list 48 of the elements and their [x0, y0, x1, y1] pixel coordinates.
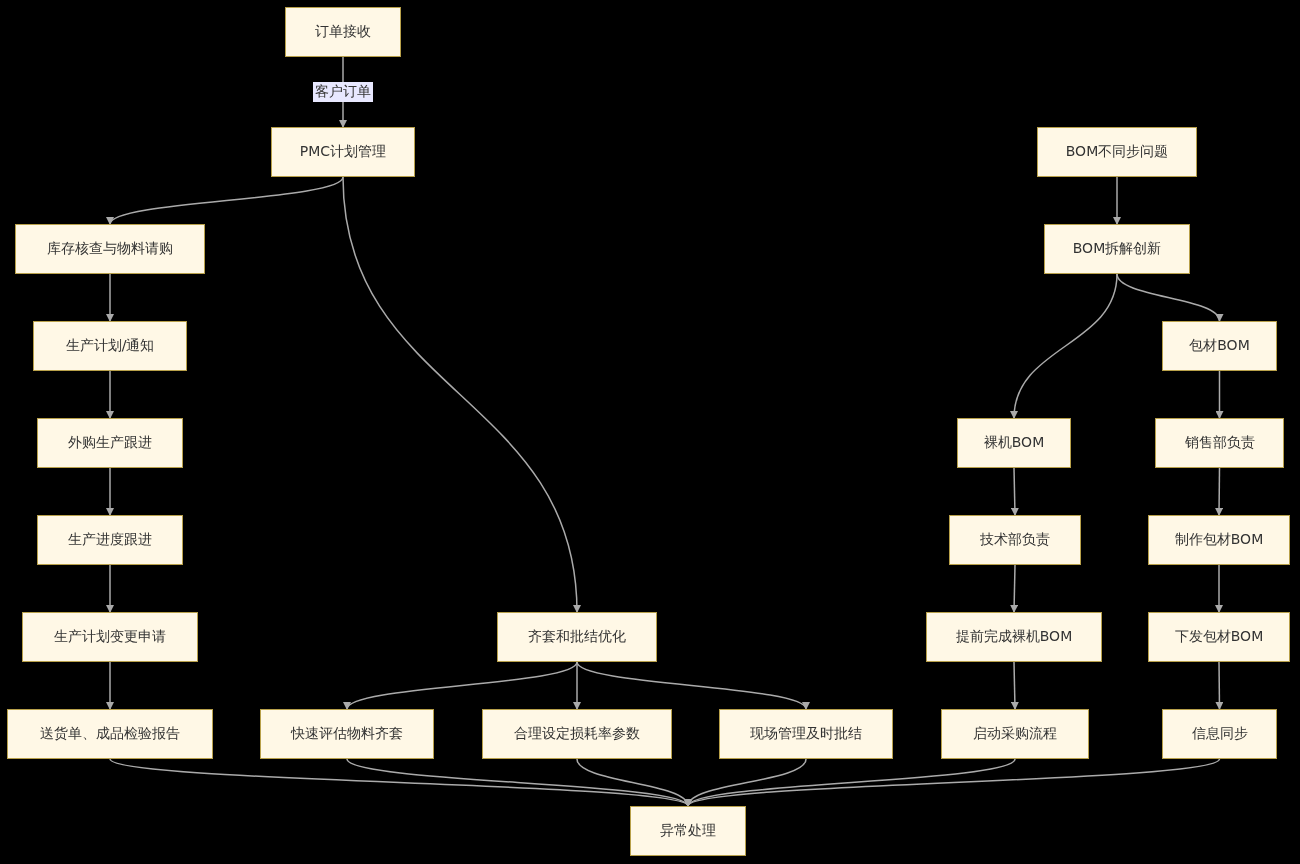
arrow [1215, 467, 1224, 516]
arrow [1215, 661, 1224, 710]
process-box: BOM不同步问题 [1037, 127, 1197, 177]
process-box: 生产计划/通知 [33, 321, 187, 371]
arrow [109, 758, 689, 807]
arrow [1215, 564, 1223, 613]
process-box: 快速评估物料齐套 [260, 709, 434, 759]
arrow [106, 467, 114, 516]
process-box: 合理设定损耗率参数 [482, 709, 672, 759]
arrow [106, 564, 114, 613]
arrow [573, 661, 581, 710]
process-box: PMC计划管理 [271, 127, 415, 177]
process-box: 送货单、成品检验报告 [7, 709, 213, 759]
process-box: 生产计划变更申请 [22, 612, 198, 662]
process-box: 制作包材BOM [1148, 515, 1290, 565]
process-box: 库存核查与物料请购 [15, 224, 205, 274]
arrow [1113, 176, 1121, 225]
arrow [1215, 370, 1224, 419]
arrow [1010, 467, 1019, 516]
process-box: 技术部负责 [949, 515, 1081, 565]
process-box: 齐套和批结优化 [497, 612, 657, 662]
arrow [106, 370, 114, 419]
arrow [576, 661, 807, 710]
process-box: 现场管理及时批结 [719, 709, 893, 759]
arrow [1116, 273, 1221, 322]
process-box: 异常处理 [630, 806, 746, 856]
arrow [106, 273, 114, 322]
arrow [346, 758, 689, 807]
arrow [106, 661, 114, 710]
arrow [1010, 661, 1019, 710]
arrow [109, 176, 344, 225]
process-box: 信息同步 [1162, 709, 1277, 759]
process-box: 订单接收 [285, 7, 401, 57]
process-box: 启动采购流程 [941, 709, 1089, 759]
process-box: 销售部负责 [1155, 418, 1284, 468]
process-box: BOM拆解创新 [1044, 224, 1190, 274]
arrow [346, 661, 578, 710]
edge-label: 客户订单 [313, 82, 373, 102]
process-box: 提前完成裸机BOM [926, 612, 1102, 662]
process-box: 外购生产跟进 [37, 418, 183, 468]
arrow [342, 176, 581, 613]
process-box: 下发包材BOM [1148, 612, 1290, 662]
arrow [1010, 273, 1118, 419]
process-box: 包材BOM [1162, 321, 1277, 371]
arrow [1010, 564, 1019, 613]
arrow [687, 758, 1221, 807]
process-box: 裸机BOM [957, 418, 1071, 468]
process-box: 生产进度跟进 [37, 515, 183, 565]
